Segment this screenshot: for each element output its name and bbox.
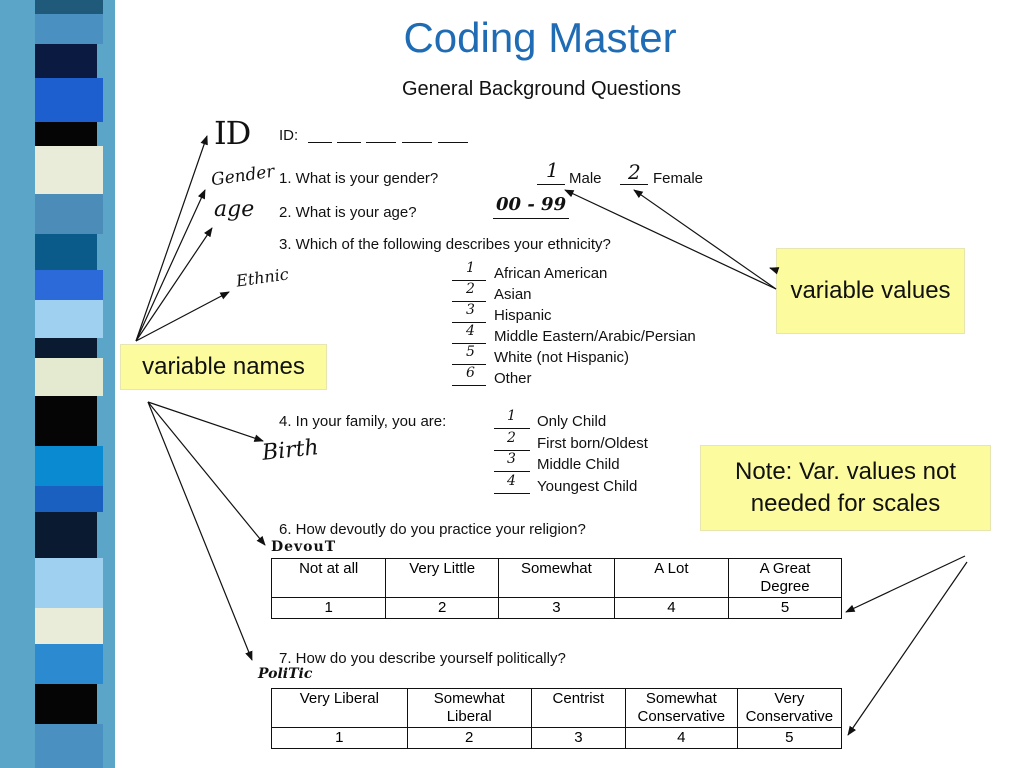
q3-code: 5 <box>466 344 475 360</box>
q3-code: 3 <box>466 302 475 318</box>
q1-label-male: Male <box>569 170 602 187</box>
q3-code: 1 <box>466 260 475 276</box>
q3-code: 2 <box>466 281 475 297</box>
hand-id: ID <box>214 114 251 152</box>
id-blank <box>308 142 332 143</box>
hand-age: age <box>214 197 255 222</box>
arrow <box>633 189 777 290</box>
form-subtitle: General Background Questions <box>402 78 682 100</box>
scale-header: A Lot <box>613 558 730 598</box>
callout-note: Note: Var. values not needed for scales <box>700 445 991 531</box>
hand-birth: Birth <box>260 435 320 466</box>
scale-value: 4 <box>624 727 738 749</box>
q4-blank <box>494 493 530 494</box>
arrow <box>135 189 206 342</box>
scale-value: 3 <box>498 597 615 619</box>
q4-blank <box>494 450 530 451</box>
q4-option-label: Only Child <box>537 413 607 430</box>
q3-blank <box>452 364 486 365</box>
q1-code-male: 1 <box>546 158 559 182</box>
q4-option-label: Youngest Child <box>537 478 638 495</box>
scale-value: 2 <box>385 597 499 619</box>
q1-label-female: Female <box>653 170 704 187</box>
scale-value: 5 <box>736 727 843 749</box>
q3-option-label: White (not Hispanic) <box>494 349 630 366</box>
q7-text: 7. How do you describe yourself politica… <box>279 650 566 667</box>
scale-header: A Great Degree <box>728 558 842 598</box>
slide-title: Coding Master <box>403 14 677 61</box>
scale-value: 1 <box>270 597 387 619</box>
q3-code: 4 <box>466 323 475 339</box>
q3-blank <box>452 385 486 386</box>
q2-age-range: 00 - 99 <box>496 194 567 215</box>
arrow <box>147 401 253 661</box>
callout-variable-names: variable names <box>120 344 327 390</box>
arrow <box>147 401 264 442</box>
callout-variable-values: variable values <box>776 248 965 334</box>
id-blank <box>366 142 396 143</box>
scale-header: Somewhat Conservative <box>624 688 738 728</box>
q2-text: 2. What is your age? <box>279 204 417 221</box>
id-blank <box>337 142 361 143</box>
q4-code: 4 <box>507 473 516 489</box>
id-label: ID: <box>279 127 299 144</box>
q4-option-label: First born/Oldest <box>537 435 648 452</box>
q4-code: 1 <box>507 408 516 424</box>
scale-value: 2 <box>406 727 532 749</box>
arrow <box>135 227 213 342</box>
hand-gender: Gender <box>209 161 276 191</box>
q3-option-label: African American <box>494 265 608 282</box>
hand-ethnic: Ethnic <box>234 264 290 291</box>
scale-header: Very Liberal <box>271 688 408 728</box>
q3-text: 3. Which of the following describes your… <box>279 236 611 253</box>
q3-option-label: Hispanic <box>494 307 552 324</box>
scale-value: 3 <box>530 727 626 749</box>
hand-politic: PoliTic <box>258 666 313 682</box>
q7-scale-table: Very Liberal Somewhat Liberal Centrist S… <box>271 688 843 749</box>
scale-value: 4 <box>613 597 730 619</box>
decorative-stripe-bar <box>0 0 115 768</box>
q4-text: 4. In your family, you are: <box>279 413 447 430</box>
q1-text: 1. What is your gender? <box>279 170 439 187</box>
q3-blank <box>452 343 486 344</box>
q3-blank <box>452 280 486 281</box>
arrow <box>135 291 230 342</box>
q4-code: 3 <box>507 451 516 467</box>
scale-header: Very Little <box>385 558 499 598</box>
q3-blank <box>452 322 486 323</box>
q3-option-label: Middle Eastern/Arabic/Persian <box>494 328 696 345</box>
hand-devout: DevouT <box>271 539 337 555</box>
arrow <box>845 555 966 613</box>
q4-blank <box>494 428 530 429</box>
q2-blank <box>493 218 569 219</box>
q1-blank <box>620 184 648 185</box>
id-blank <box>402 142 432 143</box>
q3-option-label: Other <box>494 370 532 387</box>
scale-header: Very Conservative <box>736 688 843 728</box>
q1-blank <box>537 184 565 185</box>
q4-option-label: Middle Child <box>537 456 620 473</box>
arrow <box>135 135 208 342</box>
id-blank <box>438 142 468 143</box>
scale-header: Somewhat Liberal <box>406 688 532 728</box>
arrow <box>147 401 266 546</box>
q4-code: 2 <box>507 430 516 446</box>
scale-header: Not at all <box>270 558 387 598</box>
q6-text: 6. How devoutly do you practice your rel… <box>279 521 586 538</box>
arrow <box>847 561 968 736</box>
q3-code: 6 <box>466 365 475 381</box>
q3-blank <box>452 301 486 302</box>
scale-header: Centrist <box>530 688 626 728</box>
scale-header: Somewhat <box>498 558 615 598</box>
q3-option-label: Asian <box>494 286 532 303</box>
scale-value: 5 <box>728 597 842 619</box>
scale-value: 1 <box>271 727 408 749</box>
q4-blank <box>494 471 530 472</box>
q6-scale-table: Not at all Very Little Somewhat A Lot A … <box>270 558 842 619</box>
q1-code-female: 2 <box>628 160 641 184</box>
